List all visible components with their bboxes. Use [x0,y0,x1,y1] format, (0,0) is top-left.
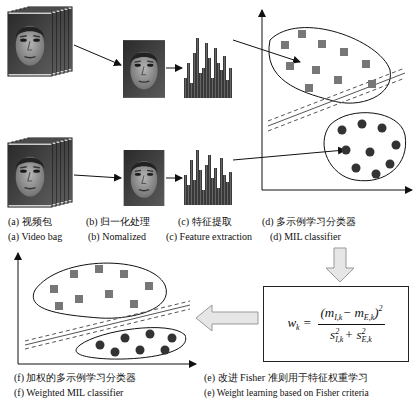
caption-label: (b) 归一化处理 [86,216,150,228]
formula-text: I,k [334,313,342,322]
formula-numerator: (mI,k− mE,k)2 [318,304,384,325]
caption-label: (b) Nomalized [88,231,146,243]
formula-text: + s [344,327,361,342]
formula-fraction: (mI,k− mE,k)2s2I,k+ s2E,k [318,304,384,344]
flow-arrow [74,40,345,178]
caption-label: (c) 特征提取 [178,216,232,228]
video-bag [8,138,72,207]
script-stack: 2I,k [335,328,343,344]
formula-text: ) [374,305,378,320]
formula-text: w [287,315,296,330]
script-stack: 2E,k [361,328,371,344]
caption-label: (f) 加权的多示例学习分类器 [14,372,137,384]
formula-text: 2 [361,328,371,336]
formula-denominator: s2I,k+ s2E,k [328,325,375,344]
normalized-face [123,40,165,98]
caption-label: (e) Weight learning based on Fisher crit… [204,387,369,399]
caption-label: (c) Feature extraction [166,231,252,243]
normalized-face [124,150,165,206]
mil-scatter-plot [262,10,412,190]
formula-text: − m [342,305,363,320]
block-arrow-down [326,248,354,282]
formula-box: wk=(mI,k− mE,k)2s2I,k+ s2E,k [263,286,409,362]
fisher-formula: wk=(mI,k− mE,k)2s2I,k+ s2E,k [287,304,384,344]
formula-text: (m [320,305,334,320]
formula-text: E,k [361,336,371,344]
caption-label: (f) Weighted MIL classifier [14,387,123,399]
caption-label: (a) Video bag [8,231,62,243]
caption-label: (e) 改进 Fisher 准则用于特征权重学习 [204,372,368,384]
formula-text: k [296,323,300,332]
caption-label: (d) MIL classifier [270,231,341,243]
formula-text: = [303,315,312,330]
formula-text: I,k [335,336,343,344]
feature-histogram [184,150,232,205]
caption-label: (d) 多示例学习分类器 [262,216,356,228]
video-frame [8,12,52,76]
formula-text: s [330,327,335,342]
face-image [8,145,52,206]
formula-text: 2 [379,304,383,313]
formula-text: 2 [335,328,343,336]
video-bag [8,7,72,76]
feature-histogram [184,38,232,98]
weighted-mil-plot [18,253,196,364]
formula-lhs: wk= [287,315,314,332]
video-frame [8,143,52,207]
caption-label: (a) 视频包 [8,216,52,228]
face-image [8,14,52,75]
formula-text: E,k [364,313,374,322]
block-arrow-left [196,305,258,331]
